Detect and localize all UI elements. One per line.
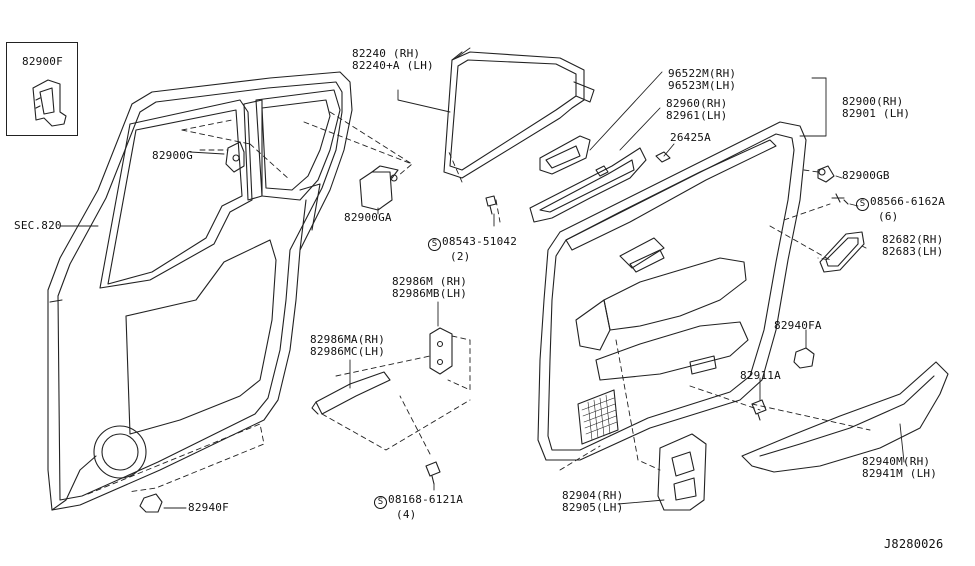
part-label-82900g: 82900G — [152, 149, 193, 162]
small-clips — [139, 141, 949, 513]
door-trim-panel — [537, 121, 807, 461]
part-label-82900gb: 82900GB — [842, 169, 890, 182]
part-label-82900f: 82900F — [22, 55, 63, 68]
part-label-82240: 82240 (RH) 82240+A (LH) — [352, 47, 434, 72]
part-label-82986ma: 82986MA(RH) 82986MC(LH) — [310, 333, 386, 358]
part-label-82940f: 82940F — [188, 501, 229, 514]
part-label-82986m: 82986M (RH) 82986MB(LH) — [392, 275, 468, 300]
window-glass-run-channel — [443, 51, 595, 179]
part-label-96522m: 96522M(RH) 96523M(LH) — [668, 67, 737, 92]
leader-lines — [59, 47, 905, 509]
diagram-id: J8280026 — [884, 537, 944, 551]
part-label-82682: 82682(RH) 82683(LH) — [882, 233, 944, 258]
screw-symbol: S — [428, 238, 441, 251]
inset-callout-box — [6, 42, 78, 136]
part-label-82940m: 82940M(RH) 82941M (LH) — [862, 455, 938, 480]
part-label-82960: 82960(RH) 82961(LH) — [666, 97, 728, 122]
part-label-82940fa: 82940FA — [774, 319, 822, 332]
part-label-82900ga: 82900GA — [344, 211, 392, 224]
switch-bezel-parts — [529, 135, 647, 223]
clip-82900f-illustration — [32, 79, 67, 127]
rear-door-panel — [47, 71, 353, 511]
screw-symbol: S — [374, 496, 387, 509]
part-label-sec820: SEC.820 — [14, 219, 62, 232]
dashed-guide-lines — [87, 111, 871, 495]
screw-symbol: S — [856, 198, 869, 211]
part-label-82904: 82904(RH) 82905(LH) — [562, 489, 624, 514]
part-label-82900: 82900(RH) 82901 (LH) — [842, 95, 911, 120]
part-label-26425a: 26425A — [670, 131, 711, 144]
part-label-82911a: 82911A — [740, 369, 781, 382]
